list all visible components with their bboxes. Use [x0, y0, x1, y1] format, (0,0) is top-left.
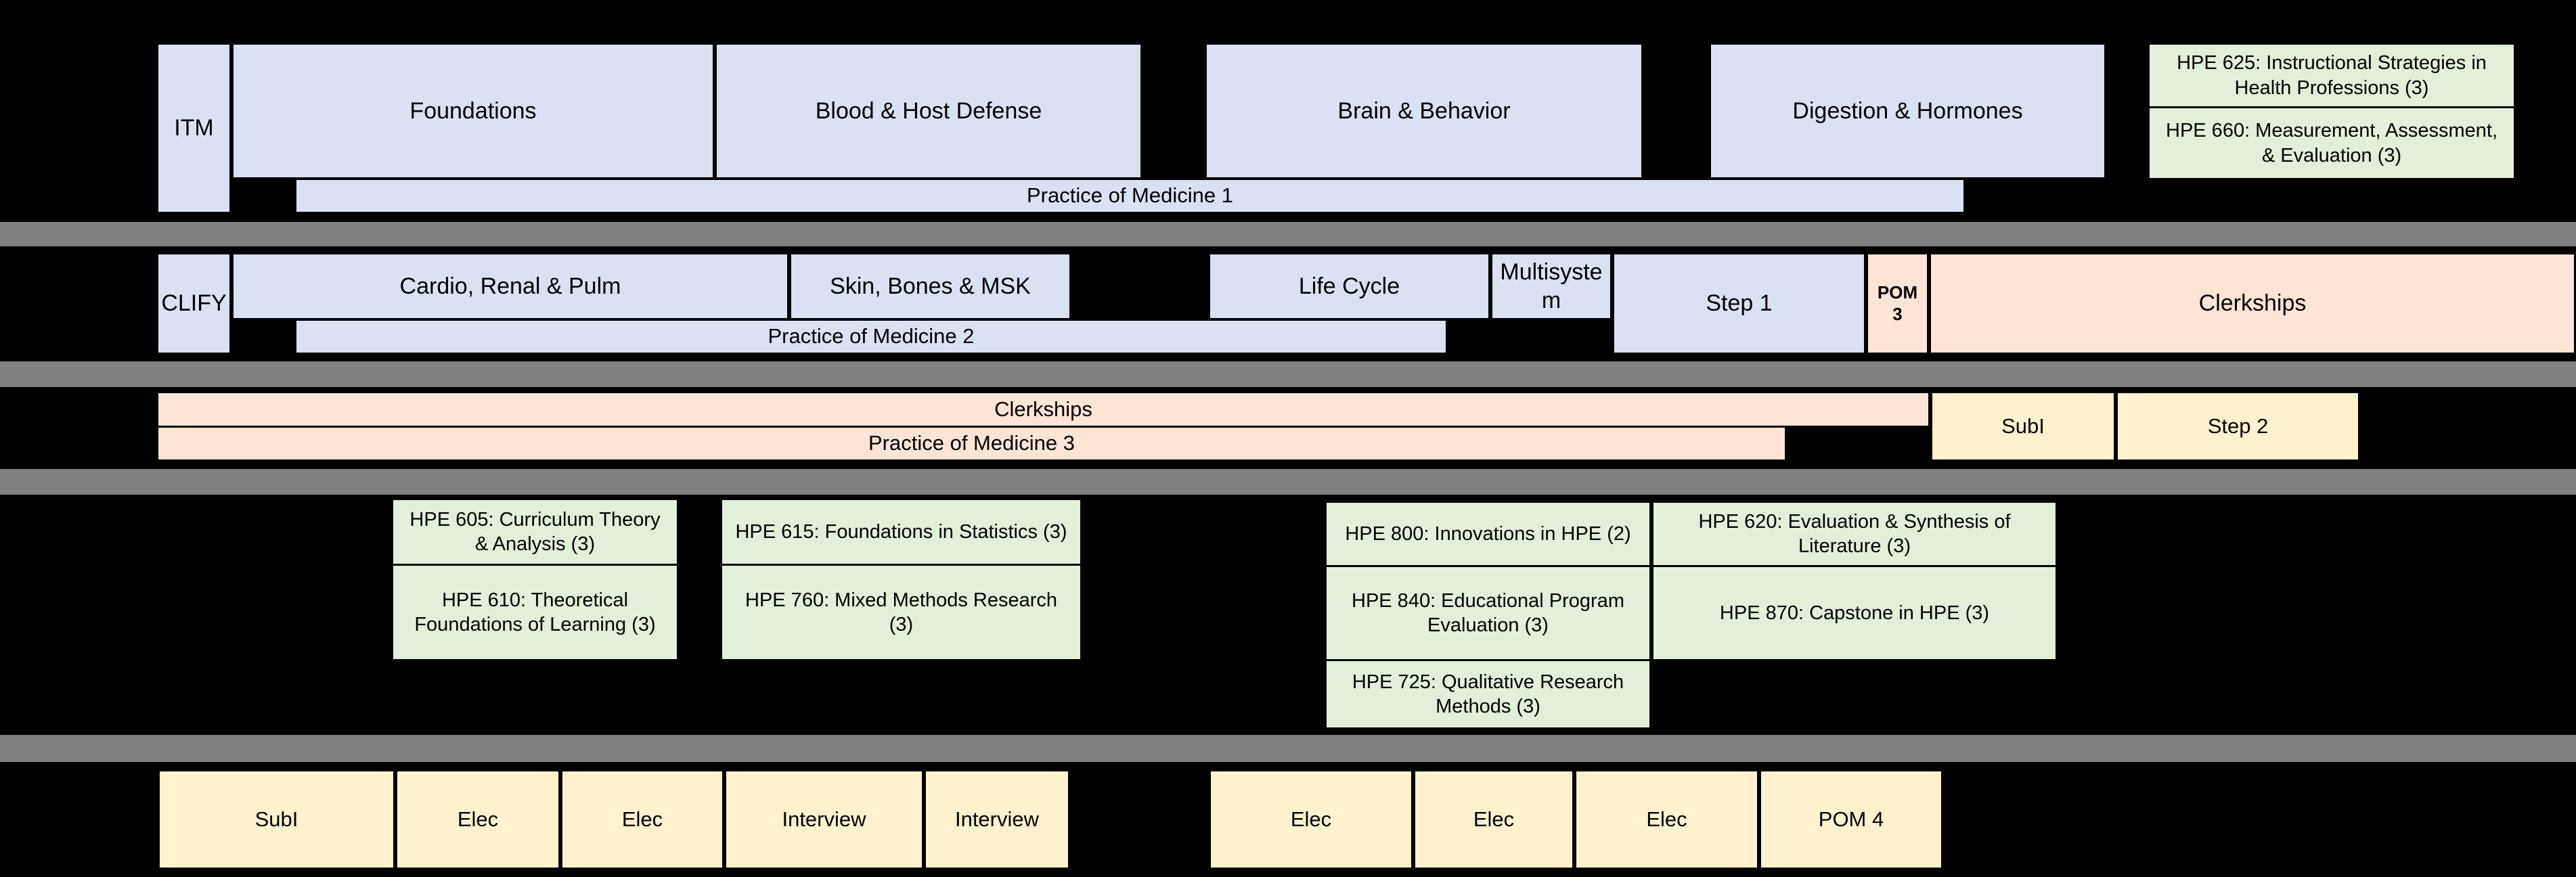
hpe-840-course-block: HPE 840: Educational Program Evaluation …: [1325, 565, 1651, 661]
separator-bar-4: [0, 733, 2576, 764]
step-2-block: Step 2: [2116, 391, 2360, 462]
hpe-610-course-block: HPE 610: Theoretical Foundations of Lear…: [391, 564, 679, 661]
year2-label-clify: CLIFY: [156, 252, 231, 355]
hpe-620-course-block: HPE 620: Evaluation & Synthesis of Liter…: [1651, 501, 2058, 567]
hpe-660-course-block: HPE 660: Measurement, Assessment, & Eval…: [2148, 106, 2516, 180]
elective-block-2: Elec: [560, 769, 724, 870]
module-foundations: Foundations: [231, 43, 715, 179]
separator-bar-1: [0, 220, 2576, 248]
module-digestion-hormones: Digestion & Hormones: [1709, 43, 2106, 179]
elective-block-4: Elec: [1413, 769, 1574, 870]
hpe-625-course-block: HPE 625: Instructional Strategies in Hea…: [2148, 43, 2516, 108]
subi-block-year3: SubI: [1930, 391, 2116, 462]
clerkships-block-year2: Clerkships: [1929, 252, 2576, 355]
interview-block-2: Interview: [924, 769, 1070, 870]
pom-4-block: POM 4: [1759, 769, 1943, 870]
hpe-605-course-block: HPE 605: Curriculum Theory & Analysis (3…: [391, 498, 679, 566]
module-multisystem: Multisystem: [1490, 252, 1612, 320]
hpe-870-course-block: HPE 870: Capstone in HPE (3): [1651, 565, 2058, 661]
elective-block-5: Elec: [1574, 769, 1759, 870]
module-cardio-renal-pulm: Cardio, Renal & Pulm: [231, 252, 789, 320]
interview-block-1: Interview: [724, 769, 924, 870]
module-brain-behavior: Brain & Behavior: [1205, 43, 1643, 179]
module-skin-bones-msk: Skin, Bones & MSK: [789, 252, 1071, 320]
practice-of-medicine-3-bar: Practice of Medicine 3: [156, 426, 1787, 462]
practice-of-medicine-1-bar: Practice of Medicine 1: [294, 178, 1966, 214]
year1-label-itm: ITM: [156, 43, 231, 214]
separator-bar-2: [0, 359, 2576, 389]
module-life-cycle: Life Cycle: [1208, 252, 1490, 320]
pom-3-block: POM 3: [1866, 252, 1929, 355]
practice-of-medicine-2-bar: Practice of Medicine 2: [294, 319, 1448, 355]
clerkships-bar-year3: Clerkships: [156, 391, 1930, 428]
elective-block-3: Elec: [1209, 769, 1413, 870]
separator-bar-3: [0, 467, 2576, 497]
step-1-block: Step 1: [1612, 252, 1866, 355]
hpe-800-course-block: HPE 800: Innovations in HPE (2): [1325, 501, 1651, 567]
subi-block-year4: SubI: [158, 769, 395, 870]
hpe-725-course-block: HPE 725: Qualitative Research Methods (3…: [1325, 659, 1651, 729]
hpe-760-course-block: HPE 760: Mixed Methods Research (3): [720, 564, 1082, 661]
elective-block-1: Elec: [395, 769, 560, 870]
module-blood-host-defense: Blood & Host Defense: [715, 43, 1142, 179]
hpe-615-course-block: HPE 615: Foundations in Statistics (3): [720, 498, 1082, 566]
